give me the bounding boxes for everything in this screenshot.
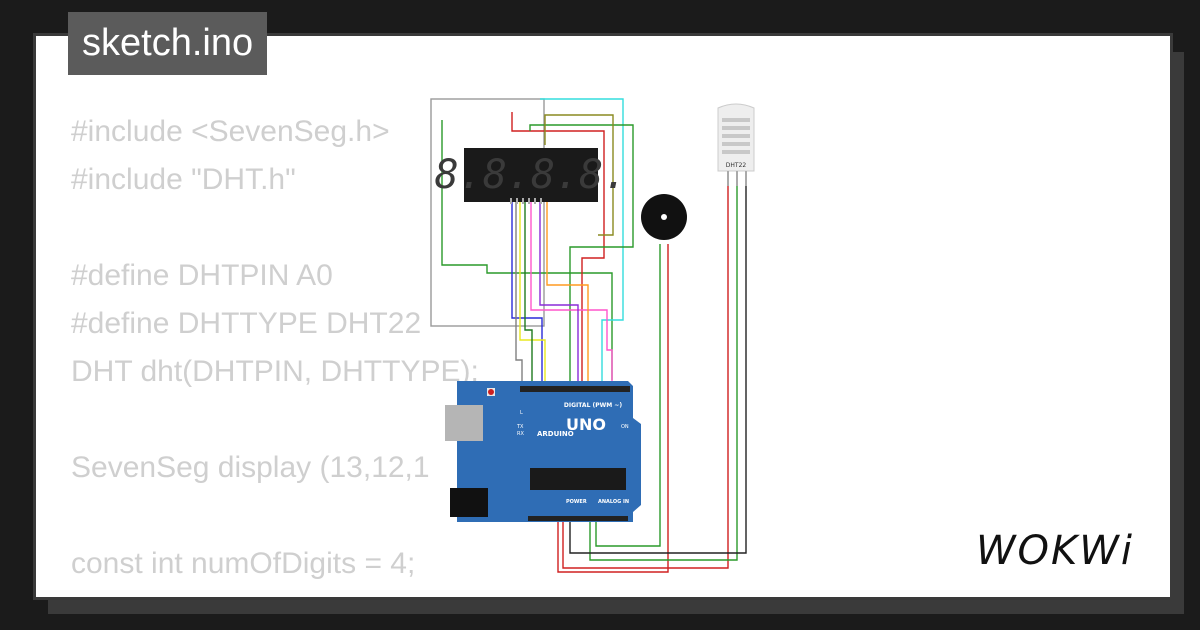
wire-green-top — [529, 124, 634, 383]
wire-darkgreen — [524, 200, 533, 383]
seven-segment-display: 8.8.8.8. — [435, 148, 628, 204]
analog-header — [528, 516, 628, 521]
board-brand: ARDUINO — [537, 430, 574, 438]
wire-orange — [546, 200, 589, 383]
digital-header — [520, 386, 630, 392]
power-jack — [450, 488, 488, 517]
wire-dht-red — [562, 186, 729, 569]
on-label: ON — [621, 424, 629, 430]
analog-label: ANALOG IN — [598, 499, 629, 505]
rx-label: RX — [517, 431, 524, 437]
wokwi-logo: WOKWi — [976, 528, 1134, 574]
power-label: POWER — [566, 499, 587, 505]
wire-buzzer-red — [557, 244, 669, 573]
wire-green-left — [441, 120, 613, 380]
wire-olive — [544, 114, 614, 236]
digital-label: DIGITAL (PWM ~) — [564, 402, 622, 409]
code-preview: #include <SevenSeg.h> #include "DHT.h" #de… — [71, 108, 544, 597]
atmega-chip — [530, 468, 626, 490]
buzzer — [641, 194, 687, 240]
wire-dht-green — [589, 186, 738, 561]
wire-frame — [430, 98, 545, 327]
wire-cyan — [540, 98, 624, 383]
dht22-sensor: DHT22 — [717, 103, 755, 186]
code-line: #include <SevenSeg.h> — [71, 115, 390, 148]
preview-card: #include <SevenSeg.h> #include "DHT.h" #de… — [33, 33, 1173, 600]
wire-gray — [515, 200, 523, 383]
code-line: DHT dht(DHTPIN, DHTTYPE); — [71, 355, 479, 388]
wire-blue — [511, 200, 543, 383]
wire-buzzer-black — [595, 244, 661, 547]
code-line: SevenSeg display (13,12,1 — [71, 451, 430, 484]
l-label: L — [520, 410, 523, 416]
wire-purple — [539, 200, 579, 383]
sketch-title: sketch.ino — [68, 12, 268, 75]
code-line: const int numOfDigits = 4; — [71, 547, 416, 580]
code-line: int digitPins[numOfDigits]={6,5,4,3}; — [71, 588, 544, 597]
arduino-uno-board: DIGITAL (PWM ~) UNO ARDUINO POWER ANALOG… — [445, 381, 641, 522]
wire-red-top — [511, 112, 605, 383]
wire-dht-black — [569, 186, 747, 554]
code-line: #include "DHT.h" — [71, 163, 296, 196]
code-line: #define DHTTYPE DHT22 — [71, 307, 422, 340]
sensor-label: DHT22 — [726, 162, 747, 169]
display-digits: 8.8.8.8. — [435, 152, 628, 198]
board-model: UNO — [566, 415, 606, 434]
tx-label: TX — [516, 424, 524, 430]
code-line: #define DHTPIN A0 — [71, 259, 333, 292]
usb-port — [445, 405, 483, 441]
wire-pink — [530, 200, 613, 383]
